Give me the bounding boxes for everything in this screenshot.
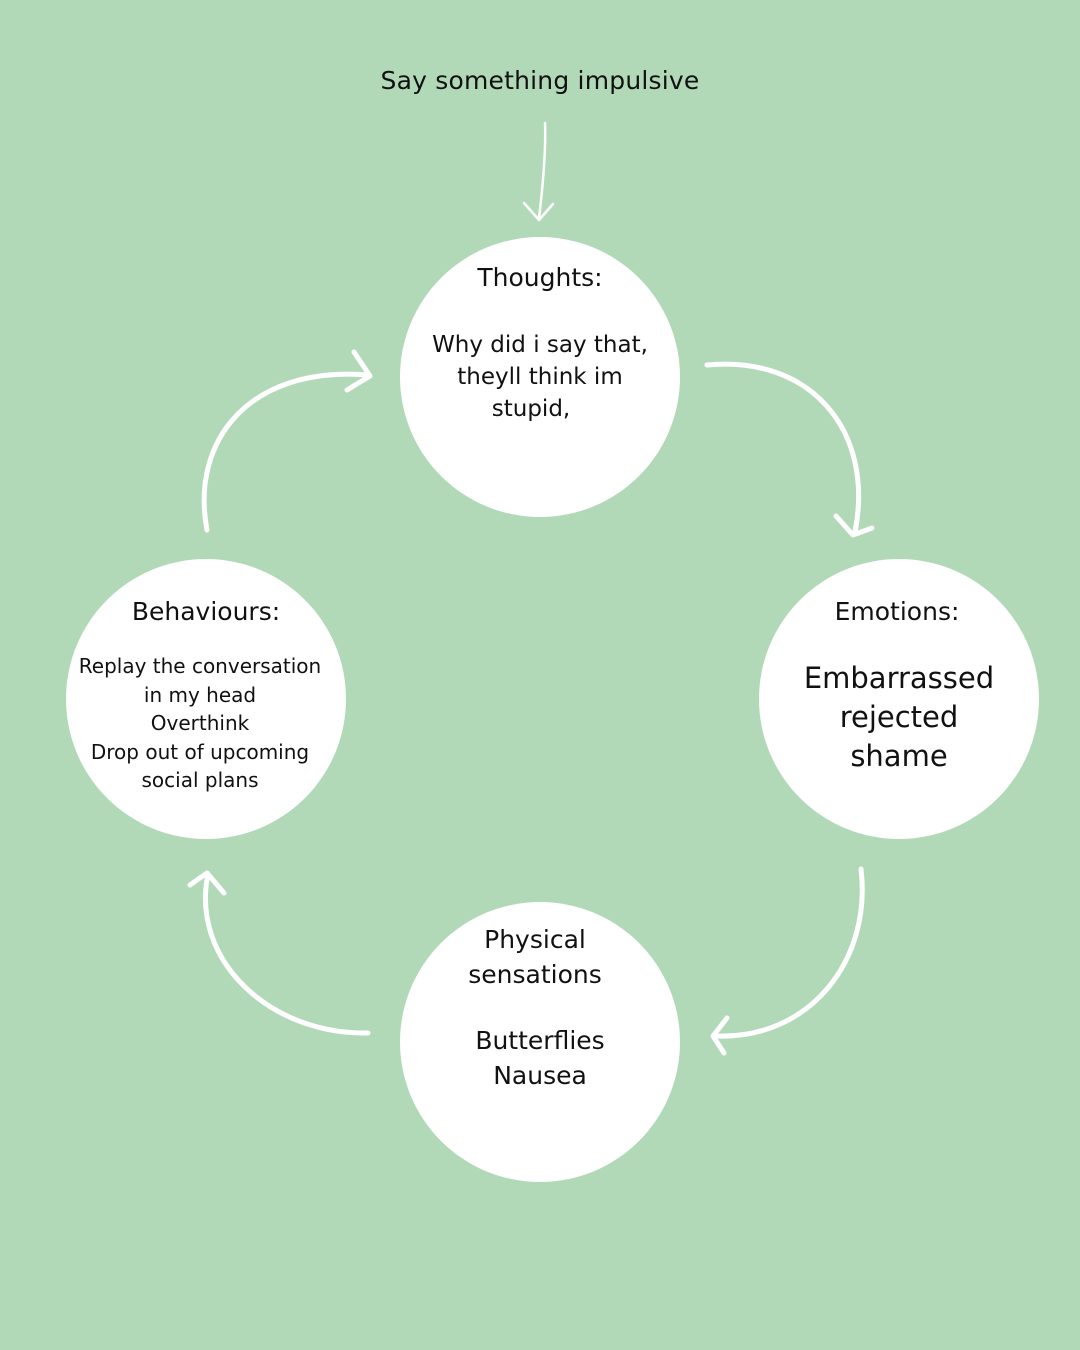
node-line: stupid, bbox=[491, 396, 571, 422]
node-body: Embarrassed rejected shame bbox=[759, 659, 1039, 776]
node-thoughts: Thoughts: Why did i say that, theyll thi… bbox=[400, 237, 680, 517]
node-line: Why did i say that, bbox=[432, 332, 648, 358]
trigger-label: Say something impulsive bbox=[380, 66, 700, 95]
node-title: Emotions: bbox=[834, 597, 960, 626]
node-behaviours: Behaviours: Replay the conversation in m… bbox=[66, 559, 346, 839]
node-line: Embarrassed bbox=[803, 661, 995, 695]
node-line: Replay the conversation bbox=[78, 654, 322, 678]
node-body: Why did i say that, theyll think im stup… bbox=[400, 329, 680, 425]
trigger-arrow bbox=[522, 121, 555, 222]
node-title: Thoughts: bbox=[477, 263, 603, 292]
node-line: shame bbox=[850, 739, 948, 773]
node-line: theyll think im bbox=[457, 364, 623, 390]
node-physical-sensations: Physical sensations Butterflies Nausea bbox=[400, 902, 680, 1182]
arrow-emotions-to-physical bbox=[710, 866, 865, 1056]
node-line: Nausea bbox=[493, 1061, 587, 1090]
node-line: social plans bbox=[141, 768, 259, 792]
node-line: rejected bbox=[839, 700, 959, 734]
node-title: Behaviours: bbox=[131, 597, 281, 626]
arrow-thoughts-to-emotions bbox=[704, 361, 875, 538]
node-line: in my head bbox=[143, 682, 257, 707]
arrow-physical-to-behaviours bbox=[187, 870, 371, 1036]
node-title-line: Physical bbox=[484, 925, 586, 954]
node-body: Replay the conversation in my head Overt… bbox=[60, 652, 340, 795]
node-line: Butterflies bbox=[475, 1026, 605, 1055]
node-line: Overthink bbox=[150, 711, 250, 735]
node-emotions: Emotions: Embarrassed rejected shame bbox=[759, 559, 1039, 839]
node-line: Drop out of upcoming bbox=[90, 739, 310, 764]
node-title-line: sensations bbox=[468, 960, 602, 989]
arrow-behaviours-to-thoughts bbox=[201, 349, 373, 533]
node-body: Butterflies Nausea bbox=[400, 1023, 680, 1093]
node-title: Physical sensations bbox=[395, 922, 675, 992]
